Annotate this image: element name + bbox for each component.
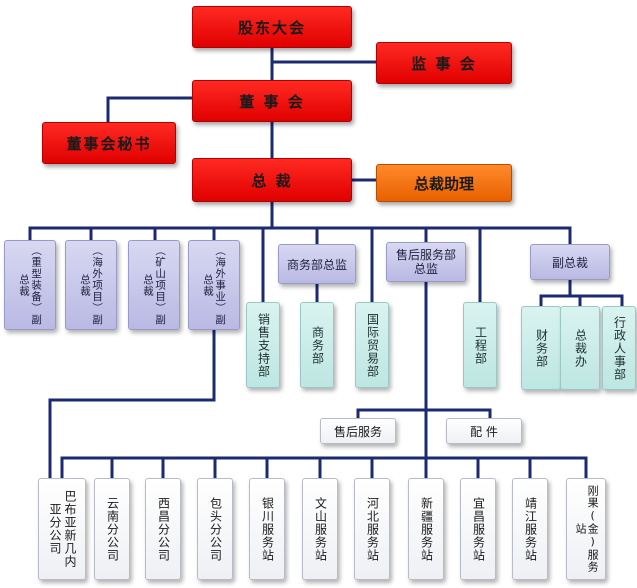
vp-overseas-projects-label: （海外项目）副总裁	[79, 244, 104, 326]
vp-overseas-business-label: （海外事业）副总裁	[202, 244, 227, 326]
vice-president-right-label: 副总裁	[551, 255, 588, 270]
station-yichang-label: 宜昌服务站	[471, 496, 486, 562]
commerce-head-box: 商务部总监	[278, 244, 356, 284]
station-xinjiang-box: 新疆服务站	[408, 478, 444, 580]
branch-yunnan-label: 云南分公司	[105, 496, 120, 562]
supervisory-board-label: 监 事 会	[411, 54, 477, 73]
branch-xichang-label: 西昌分公司	[156, 496, 171, 562]
engineering-box: 工程部	[463, 302, 497, 388]
station-congo-box: 刚果(金)服务站	[566, 478, 606, 580]
commerce-dept-label: 商务部	[310, 325, 325, 365]
station-xinjiang-label: 新疆服务站	[419, 496, 434, 562]
commerce-dept-box: 商务部	[300, 302, 334, 388]
vp-overseas-projects-box: （海外项目）副总裁	[65, 240, 117, 330]
branch-xichang-box: 西昌分公司	[145, 478, 181, 580]
branch-png-label: 巴布亚新几内亚分公司	[48, 490, 77, 568]
station-wenshan-label: 文山服务站	[313, 496, 328, 562]
vp-heavy-equipment-label: （重型装备）副总裁	[18, 244, 43, 326]
intl-trade-label: 国际贸易部	[365, 312, 380, 378]
station-yichang-box: 宜昌服务站	[460, 478, 496, 580]
branch-baotou-label: 包头分公司	[208, 496, 223, 562]
board-secretary-label: 董事会秘书	[66, 134, 152, 153]
station-jingjiang-label: 靖江服务站	[523, 496, 538, 562]
sales-support-box: 销售支持部	[246, 302, 280, 388]
station-congo-label: 刚果(金)服务站	[574, 485, 600, 573]
station-yinchuan-box: 银川服务站	[249, 478, 285, 580]
vp-heavy-equipment-box: （重型装备）副总裁	[4, 240, 56, 330]
admin-hr-box: 行政人事部	[602, 306, 636, 390]
branch-yunnan-box: 云南分公司	[94, 478, 130, 580]
engineering-label: 工程部	[473, 325, 488, 365]
station-hebei-box: 河北服务站	[354, 478, 390, 580]
after-sales-service-label: 售后服务	[333, 424, 382, 439]
vp-mining-projects-box: （矿山项目）副总裁	[128, 240, 180, 330]
station-wenshan-box: 文山服务站	[302, 478, 338, 580]
after-sales-head-label: 售后服务部总监	[396, 247, 457, 276]
station-jingjiang-box: 靖江服务站	[512, 478, 548, 580]
shareholders-meeting-box: 股东大会	[192, 6, 352, 48]
intl-trade-box: 国际贸易部	[355, 302, 389, 388]
after-sales-head-box: 售后服务部总监	[386, 242, 466, 282]
vice-president-right-box: 副总裁	[530, 244, 610, 280]
board-secretary-box: 董事会秘书	[42, 122, 176, 164]
finance-label: 财务部	[534, 328, 549, 368]
president-office-label: 总裁办	[573, 328, 588, 368]
board-of-directors-label: 董 事 会	[239, 92, 305, 111]
parts-label: 配 件	[470, 424, 498, 439]
president-assistant-box: 总裁助理	[376, 164, 512, 202]
board-of-directors-box: 董 事 会	[192, 80, 352, 122]
branch-baotou-box: 包头分公司	[197, 478, 233, 580]
parts-box: 配 件	[446, 418, 522, 444]
shareholders-meeting-label: 股东大会	[237, 18, 306, 37]
commerce-head-label: 商务部总监	[286, 257, 347, 272]
vp-mining-projects-label: （矿山项目）副总裁	[142, 244, 167, 326]
president-assistant-label: 总裁助理	[413, 174, 474, 193]
branch-png-box: 巴布亚新几内亚分公司	[38, 478, 86, 580]
sales-support-label: 销售支持部	[256, 312, 271, 378]
president-office-box: 总裁办	[560, 306, 600, 390]
president-label: 总 裁	[251, 171, 293, 190]
station-yinchuan-label: 银川服务站	[260, 496, 275, 562]
after-sales-service-box: 售后服务	[320, 418, 396, 444]
admin-hr-label: 行政人事部	[612, 315, 627, 381]
vp-overseas-business-box: （海外事业）副总裁	[188, 240, 240, 330]
station-hebei-label: 河北服务站	[365, 496, 380, 562]
president-box: 总 裁	[192, 158, 352, 202]
finance-box: 财务部	[521, 306, 561, 390]
supervisory-board-box: 监 事 会	[376, 42, 512, 84]
